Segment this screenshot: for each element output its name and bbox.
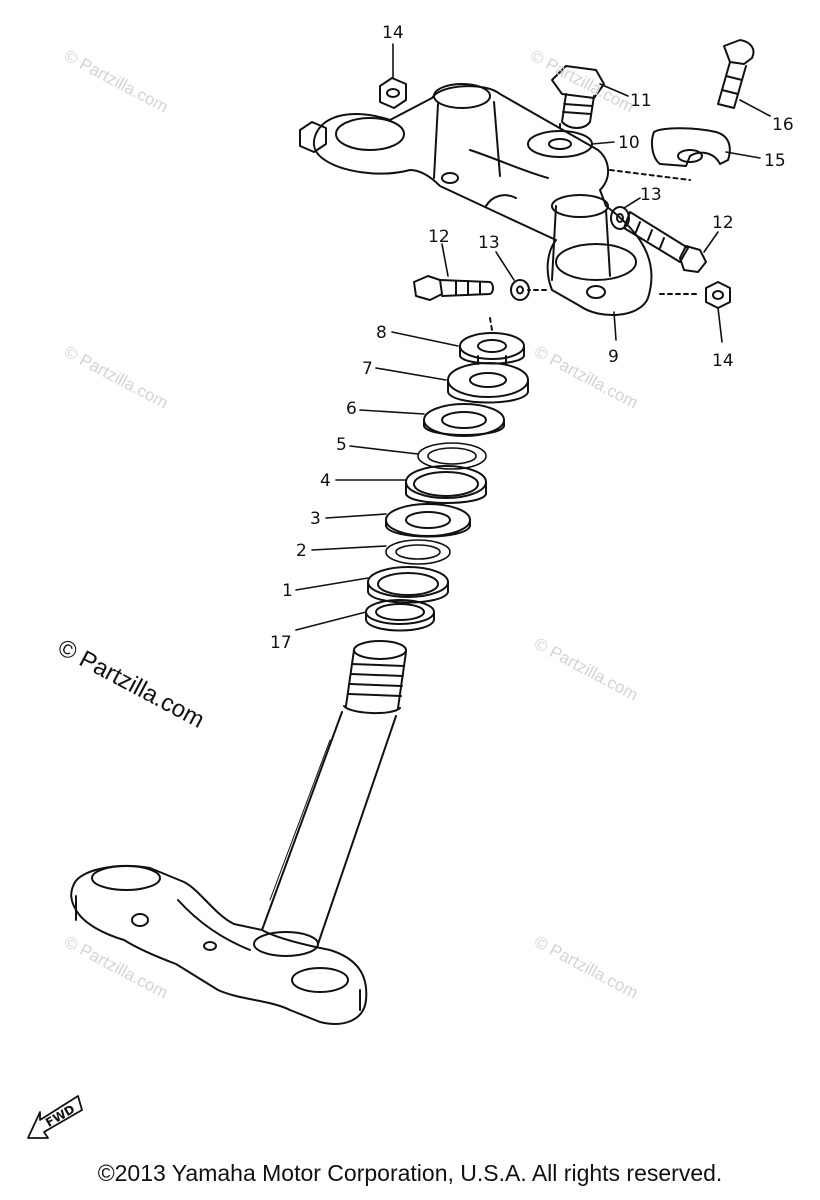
fwd-arrow-icon [27,1095,83,1139]
cover-7 [447,362,529,404]
steering-stem [261,640,407,945]
callout-17: 17 [270,633,292,653]
upper-bracket [299,83,653,316]
washer-13-left [510,279,530,301]
callout-5: 5 [336,435,347,455]
callout-16: 16 [772,115,794,135]
callout-13b: 13 [478,233,500,253]
ring-nut-8 [459,332,525,365]
bolt-16 [717,39,755,109]
callout-labels: 14 11 16 10 15 13 12 12 13 14 9 8 7 6 5 … [43,23,794,1130]
bolt-12-right [623,211,707,273]
callout-12b: 12 [428,227,450,247]
callout-1: 1 [282,581,293,601]
callout-12a: 12 [712,213,734,233]
callout-14b: 14 [712,351,734,371]
callout-7: 7 [362,359,373,379]
handlebar-holder-15 [651,127,731,167]
callout-6: 6 [346,399,357,419]
callout-13a: 13 [640,185,662,205]
race-3 [385,503,471,538]
lower-bracket [70,865,368,1025]
copyright-footer: ©2013 Yamaha Motor Corporation, U.S.A. A… [97,1160,723,1186]
race-1 [367,566,449,604]
bolt-12-left [413,275,494,301]
nut-14-top [379,77,407,109]
bolt-11 [551,65,605,129]
callout-10: 10 [618,133,640,153]
ball-bearing-5 [417,442,487,470]
nut-14-right [705,281,731,309]
callout-11: 11 [630,91,652,111]
washer-13-right [610,206,630,230]
ball-bearing-2 [385,539,451,565]
callout-14a: 14 [382,23,404,43]
callout-15: 15 [764,151,786,171]
callout-2: 2 [296,541,307,561]
seal-17 [365,599,435,632]
race-6 [423,403,505,437]
callout-9: 9 [608,347,619,367]
washer-10 [527,130,593,158]
callout-8: 8 [376,323,387,343]
race-4 [405,465,487,504]
fwd-label: FWD [43,1102,77,1130]
callout-3: 3 [310,509,321,529]
leader-lines [295,43,771,631]
callout-4: 4 [320,471,331,491]
